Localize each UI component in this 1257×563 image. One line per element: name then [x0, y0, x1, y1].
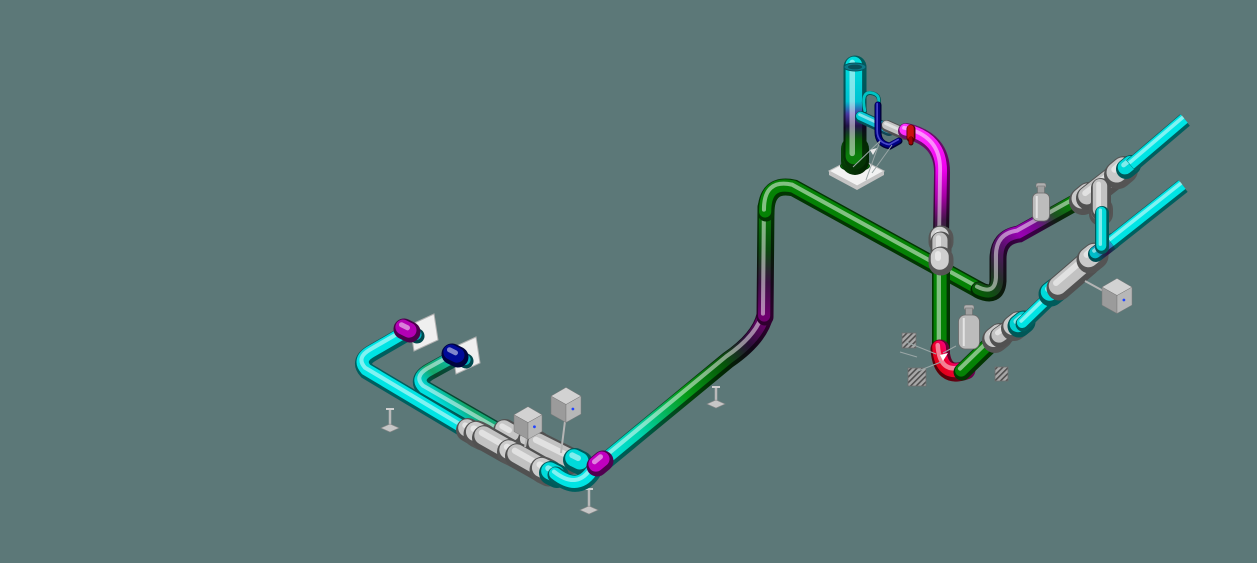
instrument-stem-2 [560, 420, 566, 454]
support-pad-3 [994, 366, 1009, 382]
main-vertical [756, 198, 775, 326]
junction-box-2 [550, 387, 582, 423]
line1-elbow-run [355, 322, 475, 439]
main-diagonal-riser [593, 306, 774, 473]
leader-line-7 [942, 345, 957, 354]
floor-plate-edge [829, 171, 884, 190]
line2-valve-collar-right [563, 448, 593, 475]
inline-vent-lower [958, 304, 980, 350]
tee-drop-vertical [1095, 206, 1109, 254]
inline-vent-upper [1032, 182, 1050, 222]
supply-diagonal-upper [1126, 114, 1190, 172]
leader-line-3 [871, 144, 893, 174]
supply-diagonal-lower [1106, 180, 1188, 249]
leader-line-1 [852, 140, 881, 168]
standpipe-top-bore [848, 64, 862, 70]
junction-box-3 [1101, 278, 1133, 314]
flow-arrow-white [940, 353, 948, 361]
flow-arrow-white-2 [870, 148, 877, 155]
leader-line-4 [905, 341, 937, 355]
line2-flange [493, 419, 524, 447]
s-bend-riser [970, 187, 1096, 302]
line2-wall-ring [441, 343, 469, 368]
support-pad-1 [901, 332, 917, 349]
pipe-support-3 [579, 488, 599, 515]
pipe-support-4 [706, 386, 726, 409]
leader-line-6 [899, 351, 918, 358]
standpipe [843, 55, 867, 170]
drop-coupling-collar-bottom [928, 246, 954, 276]
line1-wall-ring [393, 318, 421, 343]
leader-line-2 [865, 140, 881, 181]
leader-line-5 [917, 361, 942, 372]
valve-handle [874, 101, 903, 150]
line2-elbow-run [412, 347, 512, 443]
vent-loop [861, 90, 881, 113]
junction-box-1 [513, 406, 543, 440]
pipe-support-1 [380, 408, 400, 433]
main-overhead-run [757, 178, 990, 300]
support-pad-2 [907, 367, 927, 387]
diagonal-start-ring [586, 450, 614, 477]
